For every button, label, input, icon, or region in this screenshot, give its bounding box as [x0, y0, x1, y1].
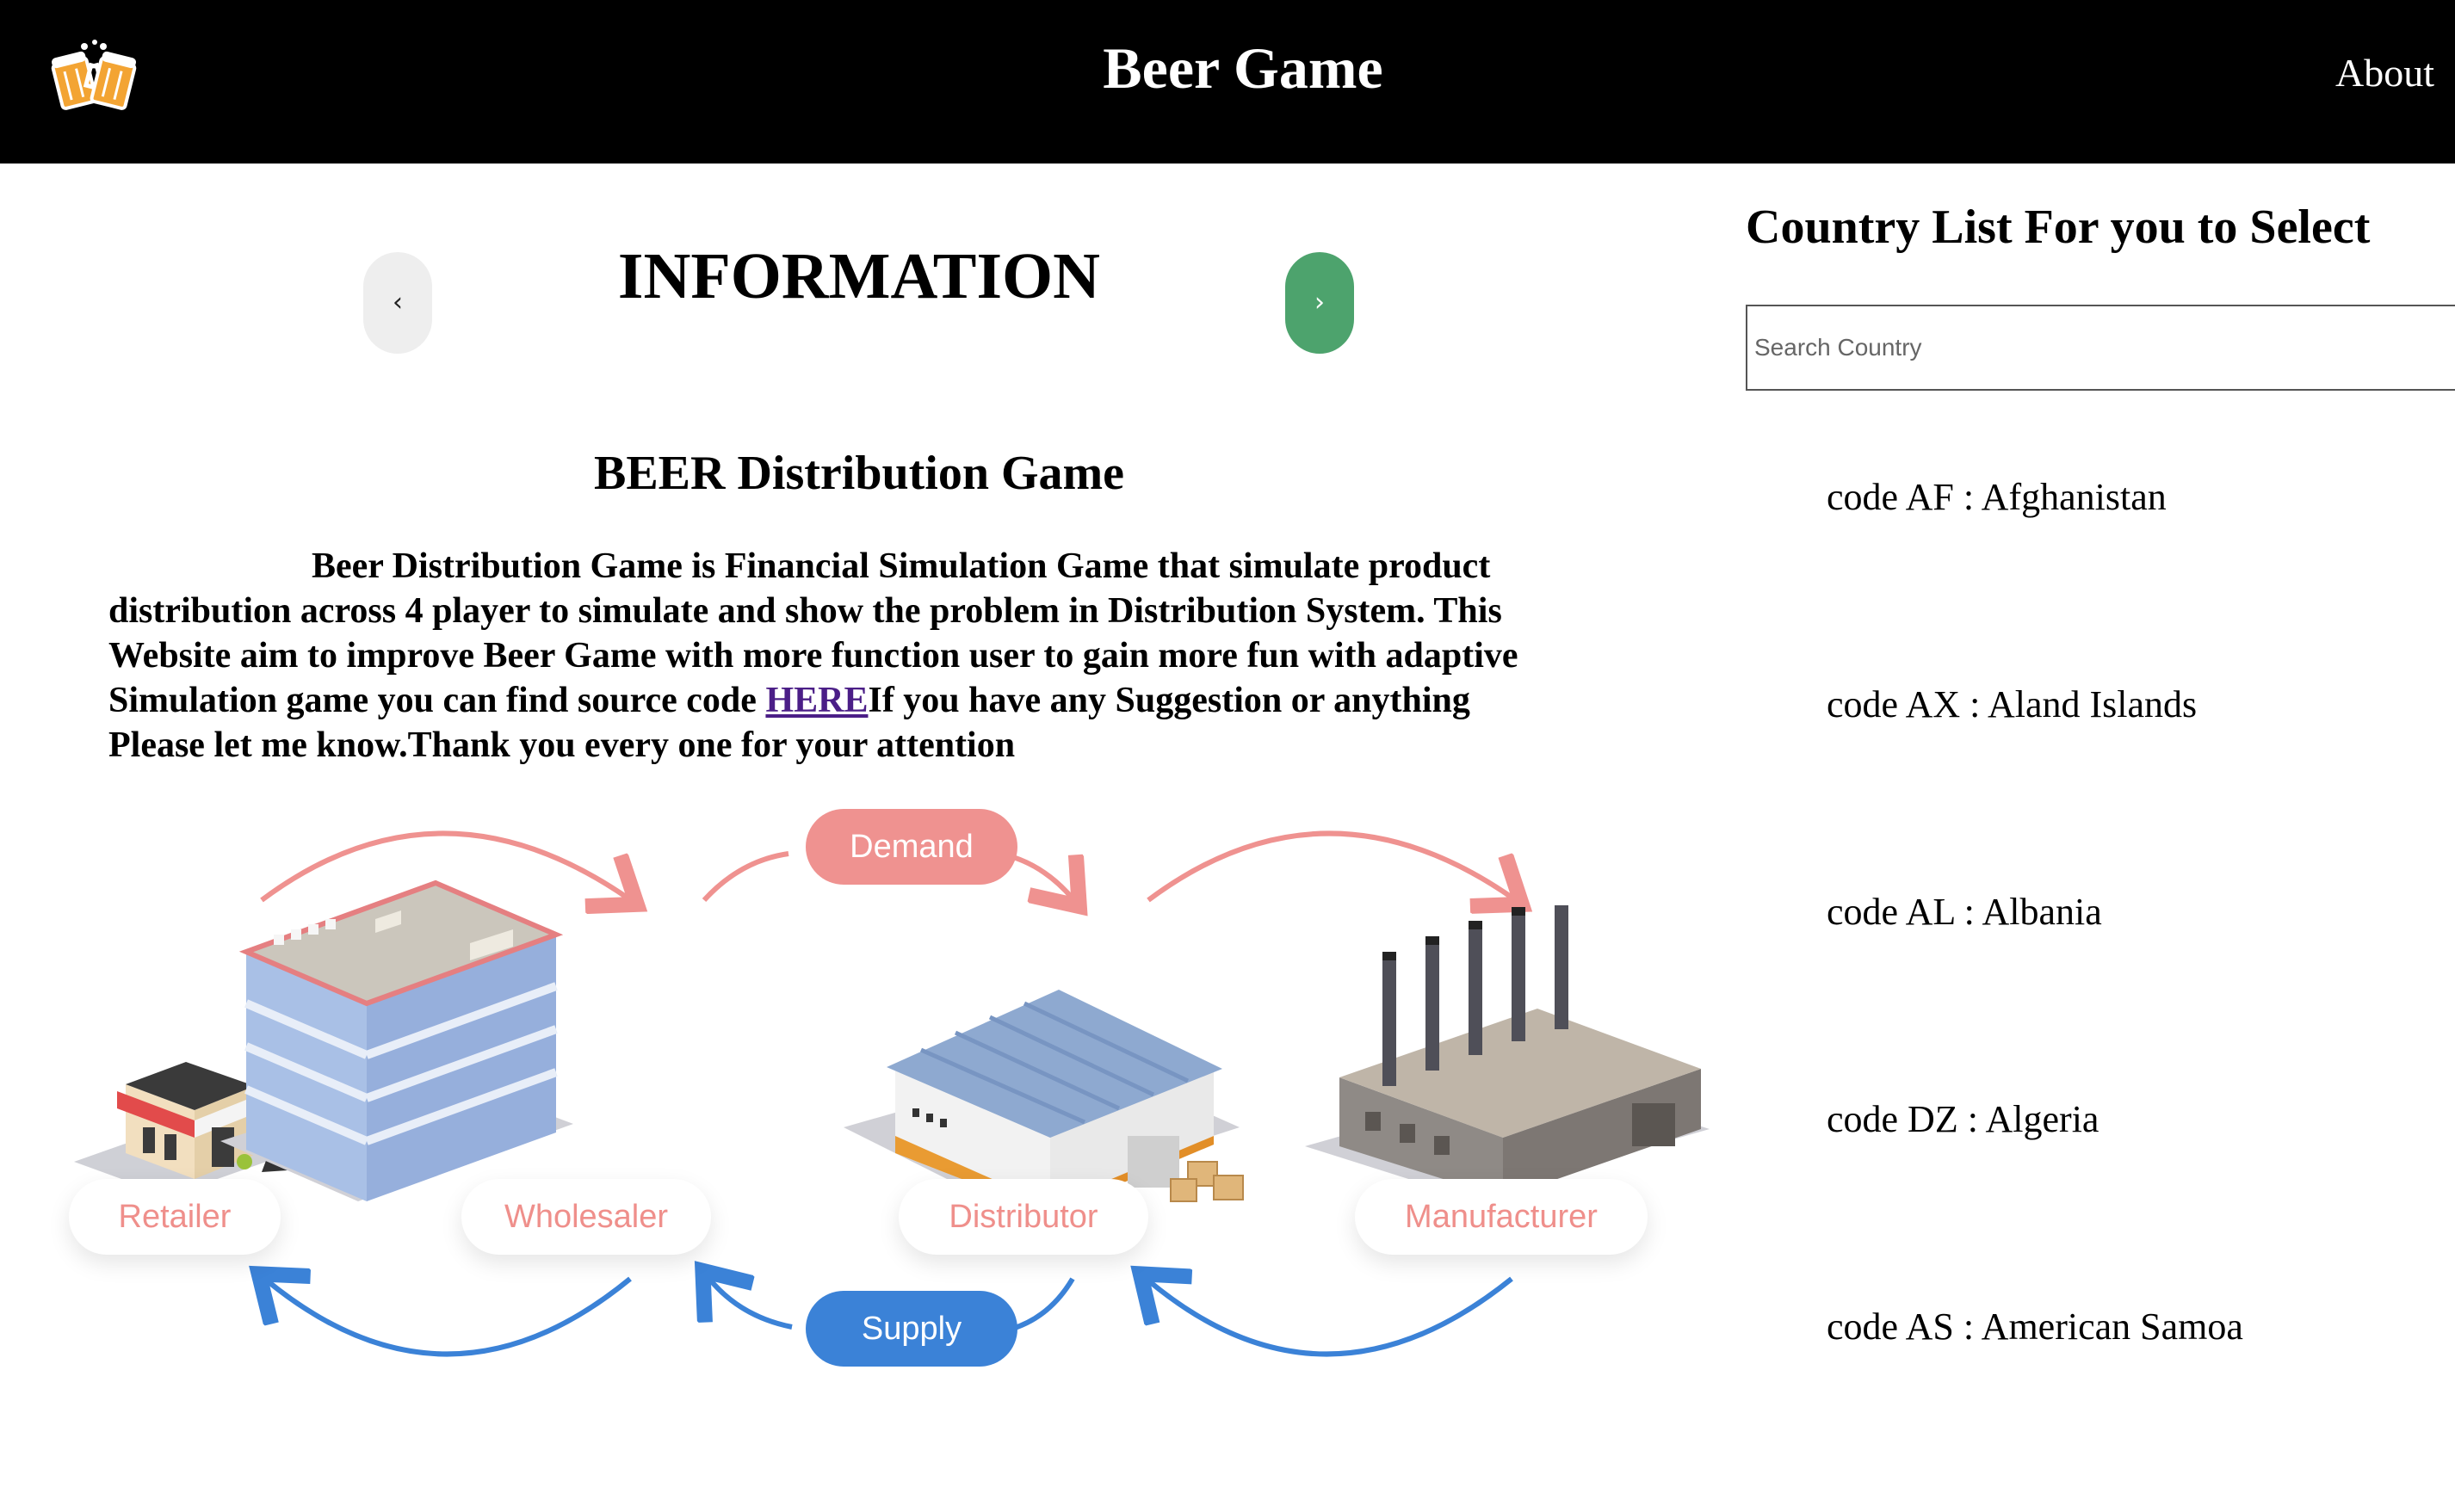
country-list-item[interactable]: code AS : American Samoa: [1827, 1305, 2243, 1348]
game-title: BEER Distribution Game: [593, 447, 1125, 500]
wholesaler-building-icon: [220, 879, 573, 1201]
top-nav-bar: Beer Game About: [0, 0, 2455, 164]
about-link[interactable]: About: [2335, 51, 2434, 95]
country-list: code AF : Afghanistan code AX : Aland Is…: [1827, 475, 2243, 1512]
stage-wholesaler: Wholesaler: [461, 1179, 711, 1255]
description-part-2: If you have any Suggestion or anything P…: [108, 681, 1470, 765]
stage-distributor: Distributor: [899, 1179, 1148, 1255]
info-title: INFORMATION: [617, 240, 1101, 312]
source-code-link[interactable]: HERE: [765, 681, 869, 720]
demand-label: Demand: [806, 809, 1017, 885]
supply-label: Supply: [806, 1291, 1017, 1367]
demand-arrow-4: [1147, 830, 1513, 900]
supply-arrow-3: [709, 1279, 793, 1330]
description-part-1: Beer Distribution Game is Financial Simu…: [108, 546, 1518, 720]
stage-manufacturer: Manufacturer: [1355, 1179, 1648, 1255]
search-country-input[interactable]: [1746, 305, 2455, 391]
country-list-item[interactable]: code AL : Albania: [1827, 891, 2102, 933]
country-list-item[interactable]: code AF : Afghanistan: [1827, 476, 2167, 518]
supply-arrow-1: [267, 1279, 632, 1357]
app-title[interactable]: Beer Game: [1103, 35, 1383, 101]
supply-arrow-2: [1011, 1277, 1075, 1331]
distributor-warehouse-icon: [844, 990, 1244, 1213]
country-list-item[interactable]: code DZ : Algeria: [1827, 1098, 2099, 1140]
demand-arrow-2: [702, 851, 789, 903]
previous-button[interactable]: ‹: [363, 252, 432, 354]
country-list-item[interactable]: code AX : Aland Islands: [1827, 683, 2198, 725]
retailer-shop-icon: [74, 1062, 315, 1188]
beer-mugs-icon[interactable]: [46, 38, 141, 115]
description-text: Beer Distribution Game is Financial Simu…: [108, 544, 1546, 768]
flow-arrows: [34, 830, 1704, 1357]
demand-arrow-1: [260, 830, 628, 900]
supply-arrow-4: [1148, 1279, 1513, 1357]
manufacturer-factory-icon: [1305, 905, 1710, 1198]
next-button[interactable]: ›: [1285, 252, 1354, 354]
country-list-title: Country List For you to Select: [1746, 201, 2371, 254]
stage-retailer: Retailer: [69, 1179, 281, 1255]
supply-chain-diagram: Demand Supply Retailer Wholesaler Distri…: [34, 792, 1710, 1379]
